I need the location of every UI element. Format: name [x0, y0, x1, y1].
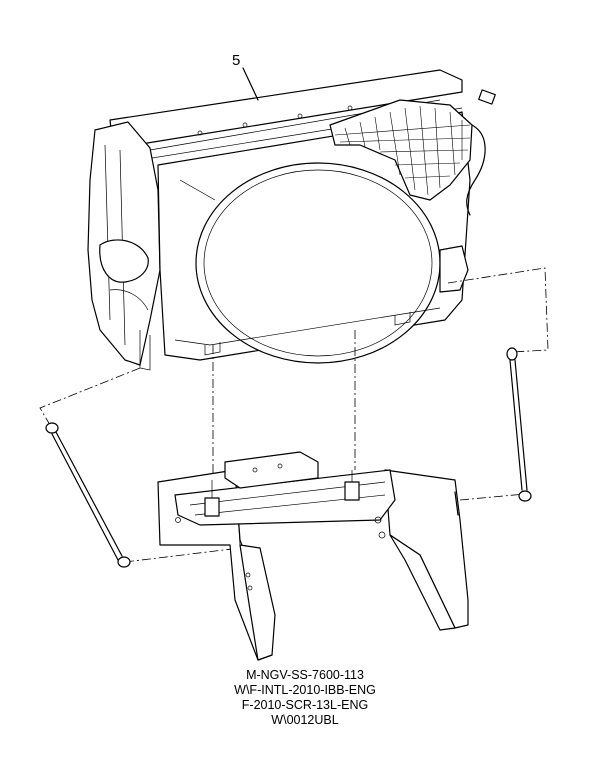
- callout-leader: [242, 67, 259, 101]
- drawing-reference-codes: M-NGV-SS-7600-113 W\F-INTL-2010-IBB-ENG …: [200, 668, 410, 728]
- right-strut-rod: [506, 347, 532, 502]
- code-line-3: F-2010-SCR-13L-ENG: [241, 698, 369, 712]
- code-line-4: W\0012UBL: [271, 713, 339, 727]
- radiator-shroud-assembly: [87, 69, 496, 371]
- alignment-lines: [39, 267, 549, 563]
- code-line-1: M-NGV-SS-7600-113: [246, 668, 364, 682]
- mounting-bracket: [157, 451, 469, 661]
- left-strut-rod: [45, 422, 131, 568]
- code-line-2: W\F-INTL-2010-IBB-ENG: [234, 683, 376, 697]
- callout-number: 5: [232, 52, 241, 69]
